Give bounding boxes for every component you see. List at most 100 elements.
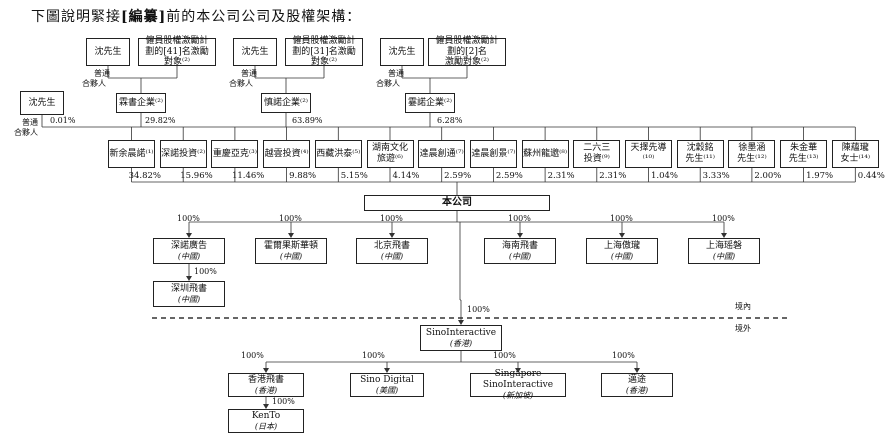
general-partner-label: 合夥人 xyxy=(229,79,253,88)
box-label: 先生⁽¹³⁾ xyxy=(788,154,819,164)
box-location: (中國) xyxy=(177,251,201,261)
shareholding-percentage: 11.46% xyxy=(231,171,265,181)
box-label: 陳蘊瓏 xyxy=(841,143,869,154)
box-location: (香港) xyxy=(254,385,278,395)
shareholder-mr-shen: 沈先生 xyxy=(380,38,424,66)
box-label: 天擇先導⁽¹⁰⁾ xyxy=(630,143,667,164)
box-location: (中國) xyxy=(712,251,736,261)
shareholder-mr-shen: 沈先生 xyxy=(233,38,277,66)
offshore-subsidiary: 邁途(香港) xyxy=(601,373,673,397)
subsidiary-percentage: 100% xyxy=(194,267,217,276)
box-label: SinoInteractive xyxy=(425,327,497,338)
box-label: 沈先生 xyxy=(241,46,269,57)
shareholder-box: 沈穀銘先生⁽¹¹⁾ xyxy=(676,140,724,168)
arrow-head xyxy=(186,233,192,238)
page-title: 下圖說明緊接[編纂]前的本公司公司及股權架構： xyxy=(31,9,362,25)
shareholder-box: 湖南文化旅遊⁽⁶⁾ xyxy=(366,140,414,168)
shareholding-percentage: 2.31% xyxy=(547,171,575,181)
shareholding-percentage: 2.59% xyxy=(444,171,472,181)
subsidiary-percentage: 100% xyxy=(177,214,200,223)
box-label: 重慶亞克⁽³⁾ xyxy=(212,148,257,159)
arrow-head xyxy=(263,368,269,373)
onshore-label: 境內 xyxy=(735,302,751,311)
arrow-head xyxy=(458,320,464,325)
shareholder-box: 達晨創通⁽⁷⁾ xyxy=(418,140,466,168)
subsidiary-percentage: 100% xyxy=(241,351,264,360)
domestic-subsidiary: 深圳飛書(中國) xyxy=(153,281,225,307)
arrow-head xyxy=(517,233,523,238)
shareholder-box: 徐墨涵先生⁽¹²⁾ xyxy=(728,140,776,168)
box-label: 越雲投資⁽⁴⁾ xyxy=(264,148,309,159)
box-location: (香港) xyxy=(449,338,473,348)
arrow-head xyxy=(384,368,390,373)
ownership-percentage: 6.28% xyxy=(437,116,463,125)
box-label: 邁途 xyxy=(627,374,646,385)
domestic-subsidiary: 海南飛書(中國) xyxy=(484,238,556,264)
general-partner-label: 普通 xyxy=(22,118,38,127)
box-label: 劃的[2]名 xyxy=(447,46,487,57)
subsidiary-percentage: 100% xyxy=(712,214,735,223)
offshore-subsidiary: Singapore SinoInteractive(新加坡) xyxy=(470,369,566,400)
subsidiary-percentage: 100% xyxy=(380,214,403,223)
shareholder-mr-shen: 沈先生 xyxy=(86,38,130,66)
ownership-percentage: 63.89% xyxy=(292,116,323,125)
box-label: 對象⁽²⁾ xyxy=(310,57,338,68)
arrow-head xyxy=(721,233,727,238)
shareholder-box: 越雲投資⁽⁴⁾ xyxy=(263,140,311,168)
subsidiary-percentage: 100% xyxy=(279,214,302,223)
shareholder-box: 朱金華先生⁽¹³⁾ xyxy=(780,140,828,168)
ownership-percentage: 29.82% xyxy=(145,116,176,125)
box-label: 激勵對象⁽²⁾ xyxy=(444,57,490,68)
box-label: 上海瑶磐 xyxy=(705,240,742,251)
shareholding-percentage: 2.59% xyxy=(495,171,523,181)
box-location: (中國) xyxy=(610,251,634,261)
shareholder-mr-shen: 沈先生 xyxy=(20,91,64,115)
company-box: 本公司 xyxy=(364,195,550,211)
box-location: (中國) xyxy=(508,251,532,261)
box-location: (美國) xyxy=(375,385,399,395)
box-label: 達晨創通⁽⁷⁾ xyxy=(419,148,464,159)
shareholding-percentage: 1.97% xyxy=(806,171,834,181)
subsidiary-percentage: 100% xyxy=(467,305,490,314)
box-label: KenTo xyxy=(251,410,281,421)
box-label: 女士⁽¹⁴⁾ xyxy=(840,154,871,164)
box-label: 海南飛書 xyxy=(501,240,538,251)
box-label: 湖南文化 xyxy=(371,143,408,154)
box-label: 二六三 xyxy=(583,143,611,154)
arrow-head xyxy=(263,404,269,409)
shareholding-percentage: 1.04% xyxy=(650,171,678,181)
box-label: 僱員股權激勵計 xyxy=(435,35,499,46)
subsidiary-percentage: 100% xyxy=(610,214,633,223)
box-label: 僱員股權激勵計 xyxy=(292,35,356,46)
box-label: 徐墨涵 xyxy=(738,143,766,154)
domestic-subsidiary: 霍爾果斯華頓(中國) xyxy=(255,238,327,264)
shareholder-box: 西藏洪泰⁽⁵⁾ xyxy=(314,140,362,168)
general-partner-label: 合夥人 xyxy=(82,79,106,88)
box-location: (香港) xyxy=(625,385,649,395)
box-label: 沈先生 xyxy=(388,46,416,57)
esop-participants: 僱員股權激勵計劃的[41]名激勵對象⁽²⁾ xyxy=(138,36,216,67)
arrow-head xyxy=(288,233,294,238)
box-location: (中國) xyxy=(380,251,404,261)
box-location: (新加坡) xyxy=(502,391,534,400)
arrow-head xyxy=(389,233,395,238)
domestic-subsidiary: 北京飛書(中國) xyxy=(356,238,428,264)
box-label: 深諾投資⁽²⁾ xyxy=(161,148,206,159)
box-label: 本公司 xyxy=(442,197,472,208)
shareholding-percentage: 4.14% xyxy=(392,171,420,181)
box-label: 霍爾果斯華頓 xyxy=(263,240,318,251)
sino-interactive-box: SinoInteractive(香港) xyxy=(420,325,502,351)
partnership-entity: 霎諾企業⁽²⁾ xyxy=(405,93,455,113)
domestic-subsidiary: 深諾廣告(中國) xyxy=(153,238,225,264)
shareholder-box: 新余晨諾⁽¹⁾ xyxy=(108,140,155,168)
arrow-head xyxy=(634,368,640,373)
shareholder-box: 蘇州龍邈⁽⁸⁾ xyxy=(521,140,569,168)
box-label: 上海傲瓏 xyxy=(603,240,640,251)
shareholding-percentage: 3.33% xyxy=(702,171,730,181)
subsidiary-percentage: 100% xyxy=(362,351,385,360)
partnership-entity: 慎諾企業⁽²⁾ xyxy=(261,93,311,113)
box-label: Sino Digital xyxy=(360,374,414,385)
box-label: 朱金華 xyxy=(790,143,818,154)
general-partner-label: 普通 xyxy=(388,69,404,78)
offshore-subsidiary: KenTo(日本) xyxy=(228,409,304,433)
